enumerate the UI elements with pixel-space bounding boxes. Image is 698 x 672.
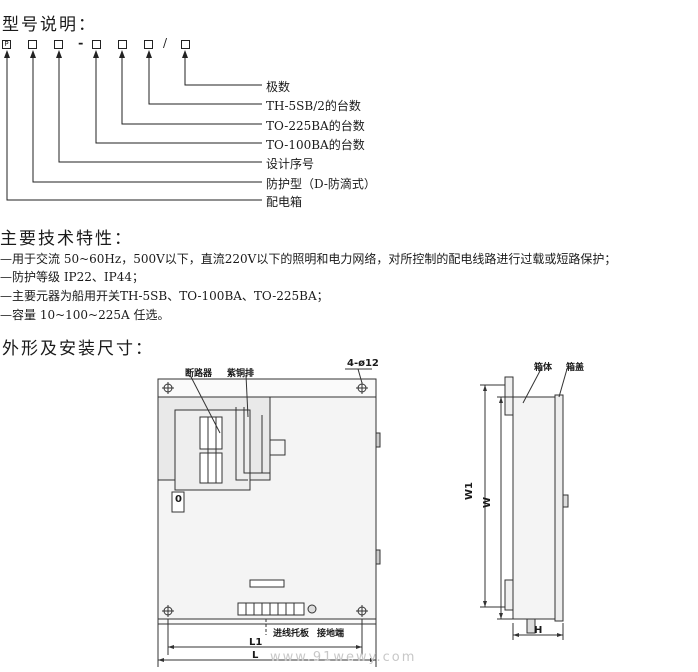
dims-heading: 外形及安装尺寸： (2, 339, 154, 359)
label-l1: L1 (249, 637, 263, 648)
label-zero-indicator: 0 (175, 494, 182, 505)
label-holes: 4-ø12 (347, 358, 379, 369)
legend-protection: 防护型（D-防滴式） (266, 177, 376, 191)
side-view-drawing (480, 368, 569, 640)
code-slash: / (163, 36, 168, 50)
model-leader-lines (4, 50, 262, 201)
code-dash: - (78, 36, 84, 51)
tech-item-3: —主要元器为船用开关TH-5SB、TO-100BA、TO-225BA； (0, 289, 329, 303)
code-box-3 (92, 40, 101, 49)
code-prefix: P (2, 40, 11, 49)
tech-item-4: —容量 10~100~225A 任选。 (0, 308, 170, 322)
legend-to100ba: TO-100BA的台数 (266, 138, 365, 152)
code-box-4 (118, 40, 127, 49)
label-breaker: 断路器 (185, 369, 213, 379)
label-l: L (252, 650, 259, 661)
code-box-6 (181, 40, 190, 49)
label-box-cover: 箱盖 (566, 363, 585, 373)
tech-item-2: —防护等级 IP22、IP44； (0, 270, 144, 284)
label-box-body: 箱体 (534, 363, 553, 373)
label-w: W (482, 496, 493, 508)
legend-distribution-box: 配电箱 (266, 195, 303, 209)
legend-design-no: 设计序号 (266, 157, 315, 171)
label-h: H (534, 625, 543, 636)
code-box-1 (28, 40, 37, 49)
model-heading: 型号说明： (2, 15, 97, 35)
label-cable-tray: 进线托板 (273, 629, 310, 639)
legend-poles: 极数 (266, 80, 291, 94)
tech-heading: 主要技术特性： (0, 229, 133, 249)
watermark: www.91wewy.com (270, 650, 417, 665)
label-ground: 接地端 (317, 629, 345, 639)
code-box-5 (144, 40, 153, 49)
front-view-drawing (157, 368, 381, 667)
code-box-2 (54, 40, 63, 49)
label-w1: W1 (464, 482, 475, 500)
legend-th5sb: TH-5SB/2的台数 (266, 99, 361, 113)
legend-to225ba: TO-225BA的台数 (266, 119, 365, 133)
tech-item-1: —用于交流 50~60Hz，500V以下，直流220V以下的照明和电力网络，对所… (0, 252, 617, 266)
label-busbar: 紫铜排 (227, 369, 255, 379)
